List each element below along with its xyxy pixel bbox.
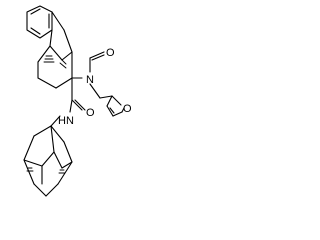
adamantane-stereo-hashes bbox=[26, 167, 66, 174]
nitrogen-label: N bbox=[86, 74, 94, 86]
molecule-structure: N O O HN O bbox=[23, 5, 132, 197]
saturated-ring bbox=[37, 45, 73, 89]
furan-oxygen-label: O bbox=[123, 103, 132, 115]
carbonyl-oxygen-label: O bbox=[86, 107, 95, 119]
furan-ring bbox=[106, 95, 125, 117]
stereo-hash-right bbox=[59, 59, 67, 69]
middle-ring bbox=[49, 11, 73, 61]
stereo-hash-left bbox=[43, 55, 55, 63]
amide-chain bbox=[71, 51, 113, 99]
adamantane bbox=[23, 125, 73, 197]
benzene-ring bbox=[26, 5, 53, 39]
structure-canvas: N O O HN O bbox=[0, 0, 138, 212]
formyl-oxygen-label: O bbox=[106, 47, 115, 59]
carboxamide bbox=[50, 77, 86, 127]
amide-nh-label: HN bbox=[58, 115, 74, 127]
